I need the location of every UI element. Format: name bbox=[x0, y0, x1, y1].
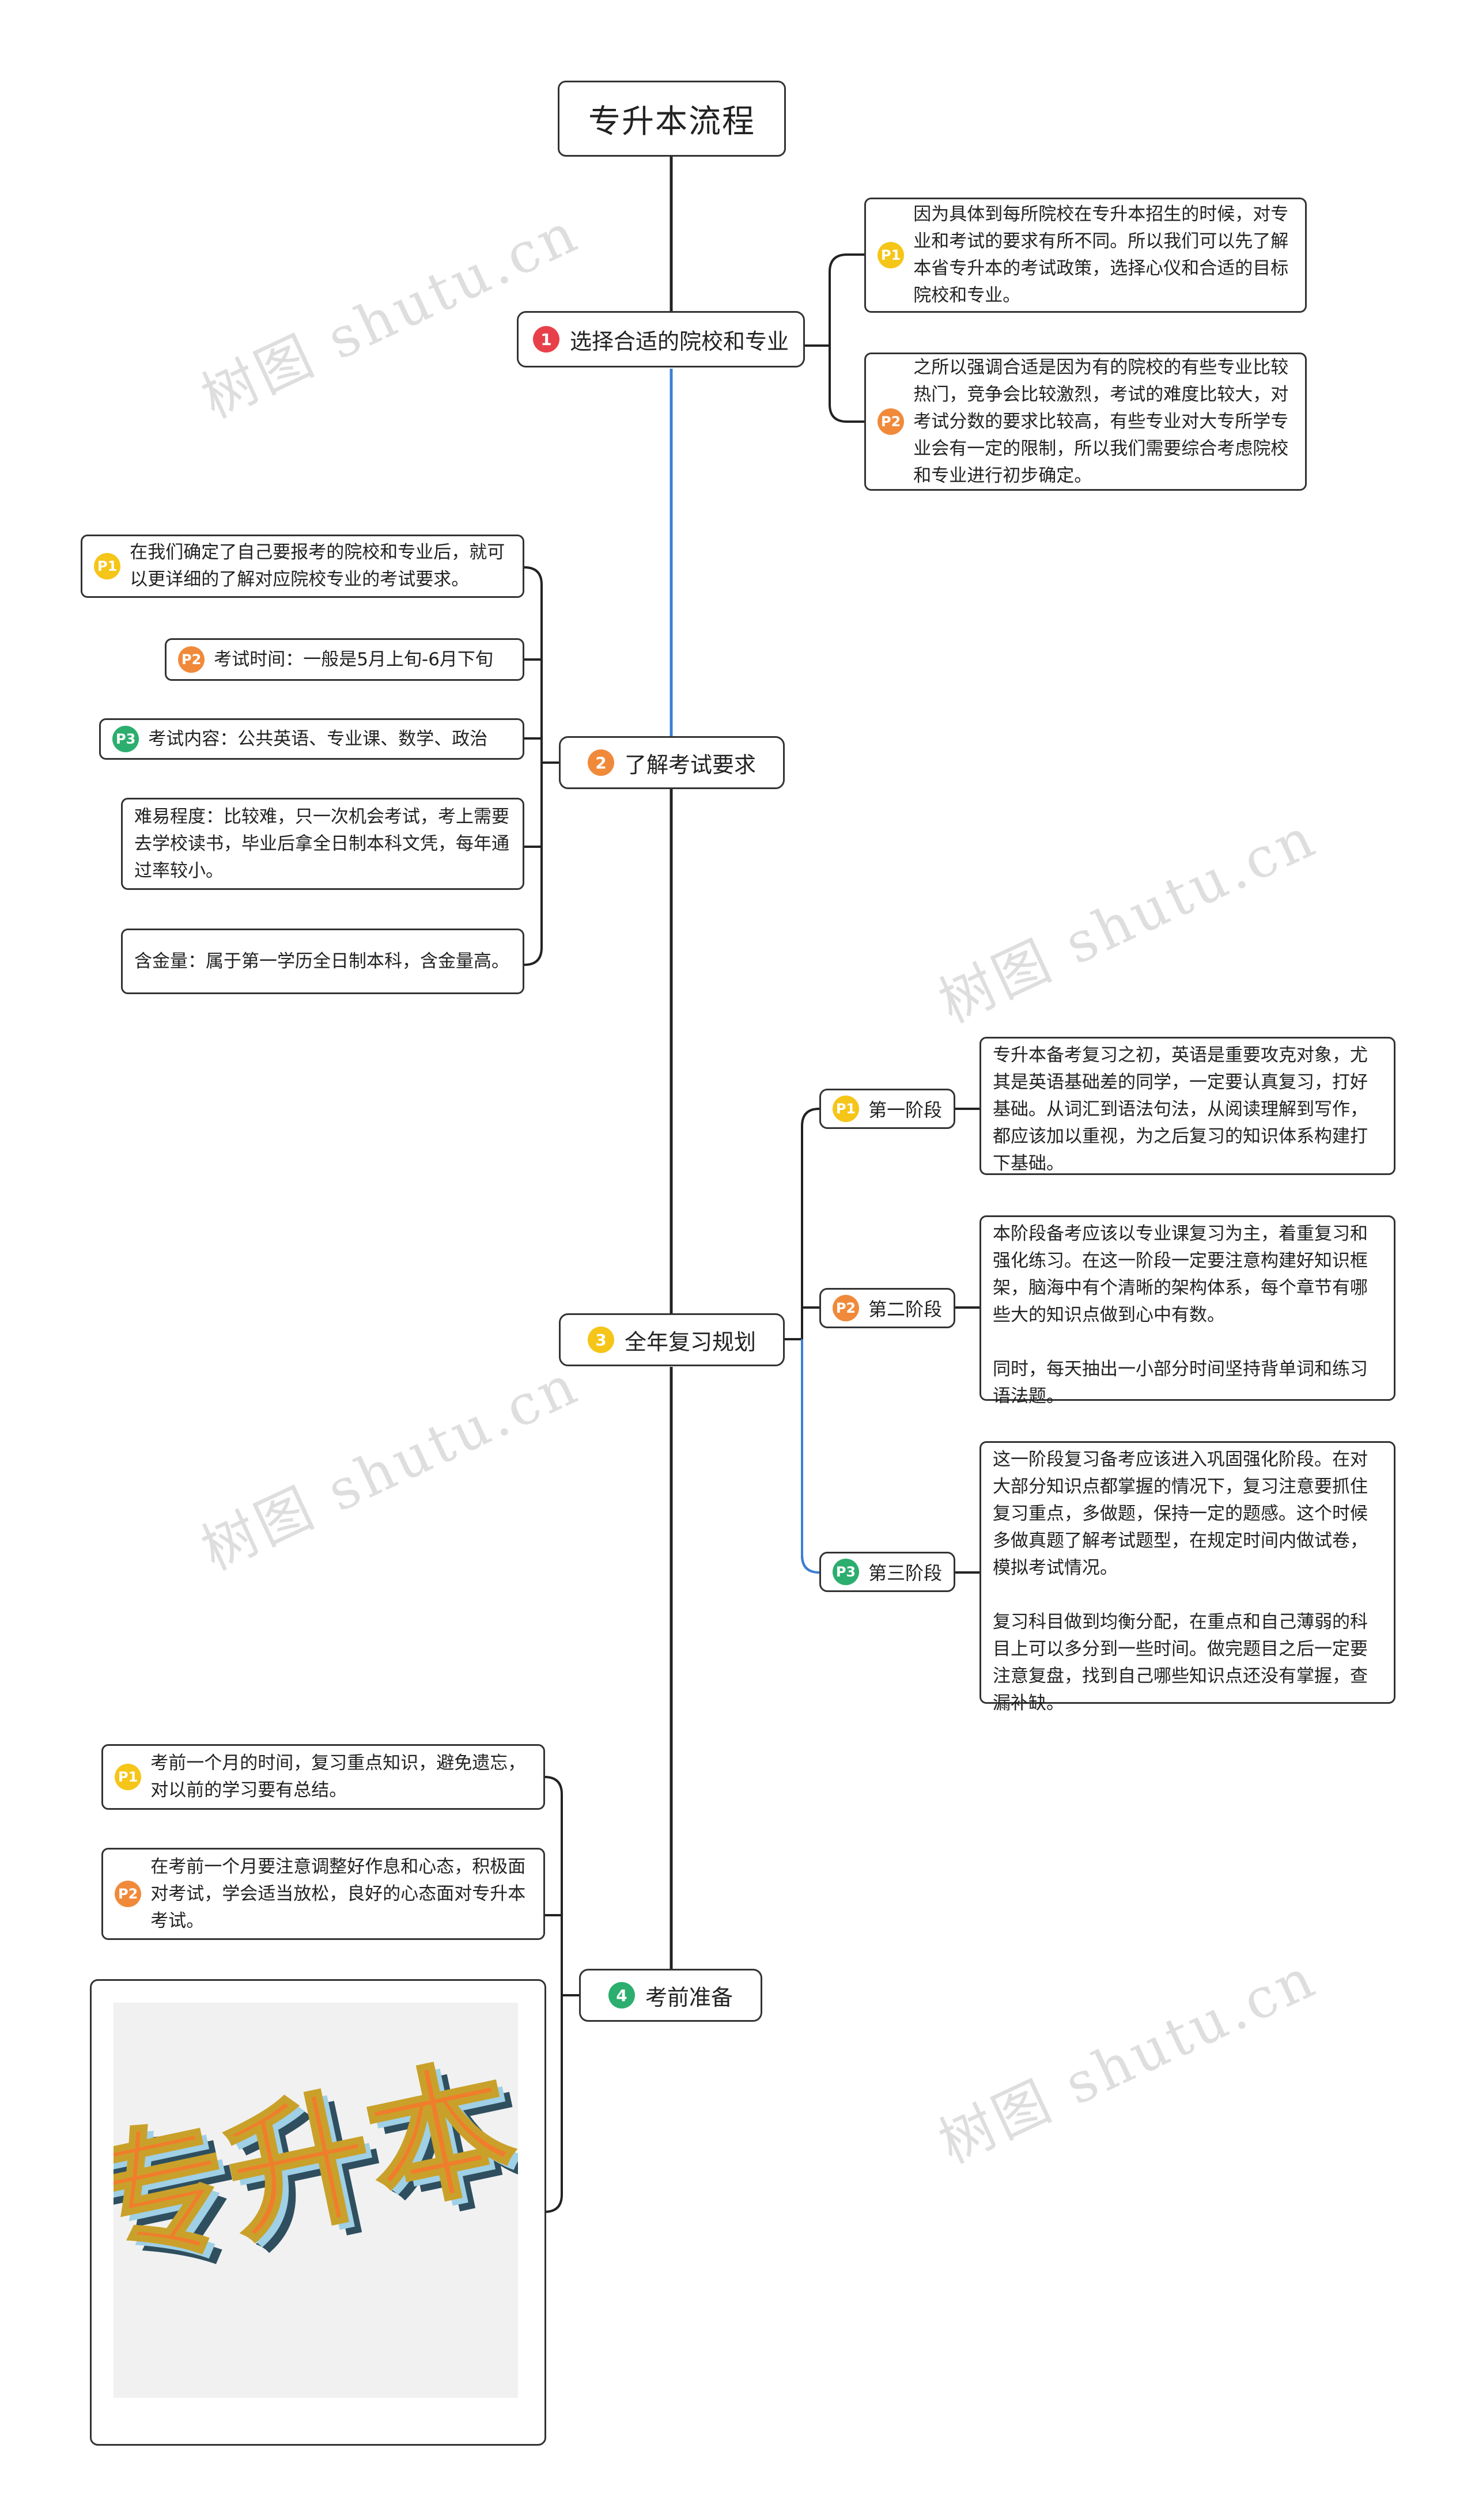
priority-badge-p3: P3 bbox=[832, 1559, 860, 1585]
branch-2-item-p2[interactable]: P2 考试时间：一般是5月上旬-6月下旬 bbox=[165, 638, 524, 681]
root-title: 专升本流程 bbox=[588, 103, 755, 141]
branch-2-item-difficulty[interactable]: 难易程度：比较难，只一次机会考试，考上需要去学校读书，毕业后拿全日制本科文凭，每… bbox=[121, 798, 524, 890]
item-text: 考试时间：一般是5月上旬-6月下旬 bbox=[214, 649, 493, 670]
branch-4-item-p2[interactable]: P2 在考前一个月要注意调整好作息和心态，积极面对考试，学会适当放松，良好的心态… bbox=[101, 1848, 545, 1940]
branch-4-label: 考前准备 bbox=[645, 1984, 733, 2010]
priority-badge-p1: P1 bbox=[94, 553, 121, 579]
number-badge-3: 3 bbox=[587, 1327, 614, 1353]
branch-1-node[interactable]: 1 选择合适的院校和专业 bbox=[517, 311, 805, 367]
item-text: 在考前一个月要注意调整好作息和心态，积极面对考试，学会适当放松，良好的心态面对专… bbox=[150, 1856, 526, 1931]
branch-4-item-p1[interactable]: P1 考前一个月的时间，复习重点知识，避免遗忘，对以前的学习要有总结。 bbox=[101, 1744, 545, 1810]
note-paragraph: 这一阶段复习备考应该进入巩固强化阶段。在对大部分知识点都掌握的情况下，复习注意要… bbox=[993, 1449, 1368, 1578]
branch4-connector bbox=[544, 1776, 579, 2213]
priority-badge-p1: P1 bbox=[115, 1764, 142, 1790]
stage-label: 第三阶段 bbox=[868, 1562, 943, 1584]
branch1-connector bbox=[804, 253, 864, 423]
priority-badge-p1: P1 bbox=[832, 1096, 860, 1122]
root-node[interactable]: 专升本流程 bbox=[558, 81, 786, 157]
item-text: 之所以强调合适是因为有的院校的有些专业比较热门，竞争会比较激烈，考试的难度比较大… bbox=[913, 357, 1289, 486]
note-paragraph: 同时，每天抽出一小部分时间坚持背单词和练习语法题。 bbox=[993, 1359, 1368, 1407]
branch2-connector bbox=[524, 566, 559, 966]
item-text: 考试内容：公共英语、专业课、数学、政治 bbox=[148, 728, 488, 749]
branch-3-label: 全年复习规划 bbox=[624, 1329, 756, 1355]
branch3-connector-blue bbox=[801, 1339, 820, 1574]
note-paragraph: 复习科目做到均衡分配，在重点和自己薄弱的科目上可以多分到一些时间。做完题目之后一… bbox=[993, 1612, 1368, 1714]
item-text: 难易程度：比较难，只一次机会考试，考上需要去学校读书，毕业后拿全日制本科文凭，每… bbox=[134, 806, 509, 881]
item-text: 在我们确定了自己要报考的院校和专业后，就可以更详细的了解对应院校专业的考试要求。 bbox=[130, 542, 505, 590]
stage-label: 第二阶段 bbox=[868, 1298, 943, 1320]
branch-1-item-p2[interactable]: P2 之所以强调合适是因为有的院校的有些专业比较热门，竞争会比较激烈，考试的难度… bbox=[864, 353, 1307, 491]
priority-badge-p3: P3 bbox=[112, 726, 139, 752]
priority-badge-p2: P2 bbox=[878, 408, 905, 435]
priority-badge-p2: P2 bbox=[115, 1881, 142, 1907]
item-text: 含金量：属于第一学历全日制本科，含金量高。 bbox=[134, 950, 509, 972]
number-badge-2: 2 bbox=[587, 749, 614, 776]
stage-connectors bbox=[955, 1108, 979, 1574]
image-frame: 专升本 专升本 专升本 bbox=[70, 2003, 543, 2398]
number-badge-1: 1 bbox=[532, 326, 559, 353]
stage-1-node[interactable]: P1 第一阶段 bbox=[819, 1089, 955, 1129]
branch-1-label: 选择合适的院校和专业 bbox=[569, 328, 789, 354]
branch-1-item-p1[interactable]: P1 因为具体到每所院校在专升本招生的时候，对专业和考试的要求有所不同。所以我们… bbox=[864, 198, 1307, 313]
number-badge-4: 4 bbox=[608, 1982, 635, 2009]
zhuanshengben-logo-image: 专升本 专升本 专升本 bbox=[70, 2038, 543, 2305]
stage-3-node[interactable]: P3 第三阶段 bbox=[819, 1552, 955, 1592]
branch-2-label: 了解考试要求 bbox=[624, 752, 756, 778]
branch-4-node[interactable]: 4 考前准备 bbox=[579, 1969, 762, 2022]
stage-label: 第一阶段 bbox=[868, 1099, 943, 1121]
priority-badge-p1: P1 bbox=[878, 242, 905, 268]
priority-badge-p2: P2 bbox=[178, 646, 205, 673]
branch-3-node[interactable]: 3 全年复习规划 bbox=[559, 1313, 785, 1366]
branch-2-node[interactable]: 2 了解考试要求 bbox=[559, 736, 785, 789]
stage-1-note[interactable]: 专升本备考复习之初，英语是重要攻克对象，尤其是英语基础差的同学，一定要认真复习，… bbox=[979, 1037, 1395, 1175]
note-paragraph: 本阶段备考应该以专业课复习为主，着重复习和强化练习。在这一阶段一定要注意构建好知… bbox=[993, 1223, 1368, 1325]
branch-2-item-p3[interactable]: P3 考试内容：公共英语、专业课、数学、政治 bbox=[99, 718, 524, 760]
stage-2-node[interactable]: P2 第二阶段 bbox=[819, 1288, 955, 1328]
branch-2-item-value[interactable]: 含金量：属于第一学历全日制本科，含金量高。 bbox=[121, 929, 524, 994]
priority-badge-p2: P2 bbox=[832, 1295, 860, 1321]
item-text: 考前一个月的时间，复习重点知识，避免遗忘，对以前的学习要有总结。 bbox=[150, 1753, 526, 1801]
stage-3-note[interactable]: 这一阶段复习备考应该进入巩固强化阶段。在对大部分知识点都掌握的情况下，复习注意要… bbox=[979, 1441, 1395, 1714]
image-node[interactable]: 专升本 专升本 专升本 bbox=[70, 1979, 546, 2446]
stage-2-note[interactable]: 本阶段备考应该以专业课复习为主，着重复习和强化练习。在这一阶段一定要注意构建好知… bbox=[979, 1215, 1395, 1407]
branch-2-item-p1[interactable]: P1 在我们确定了自己要报考的院校和专业后，就可以更详细的了解对应院校专业的考试… bbox=[81, 535, 524, 598]
note-paragraph: 专升本备考复习之初，英语是重要攻克对象，尤其是英语基础差的同学，一定要认真复习，… bbox=[993, 1045, 1368, 1174]
item-text: 因为具体到每所院校在专升本招生的时候，对专业和考试的要求有所不同。所以我们可以先… bbox=[913, 204, 1289, 306]
